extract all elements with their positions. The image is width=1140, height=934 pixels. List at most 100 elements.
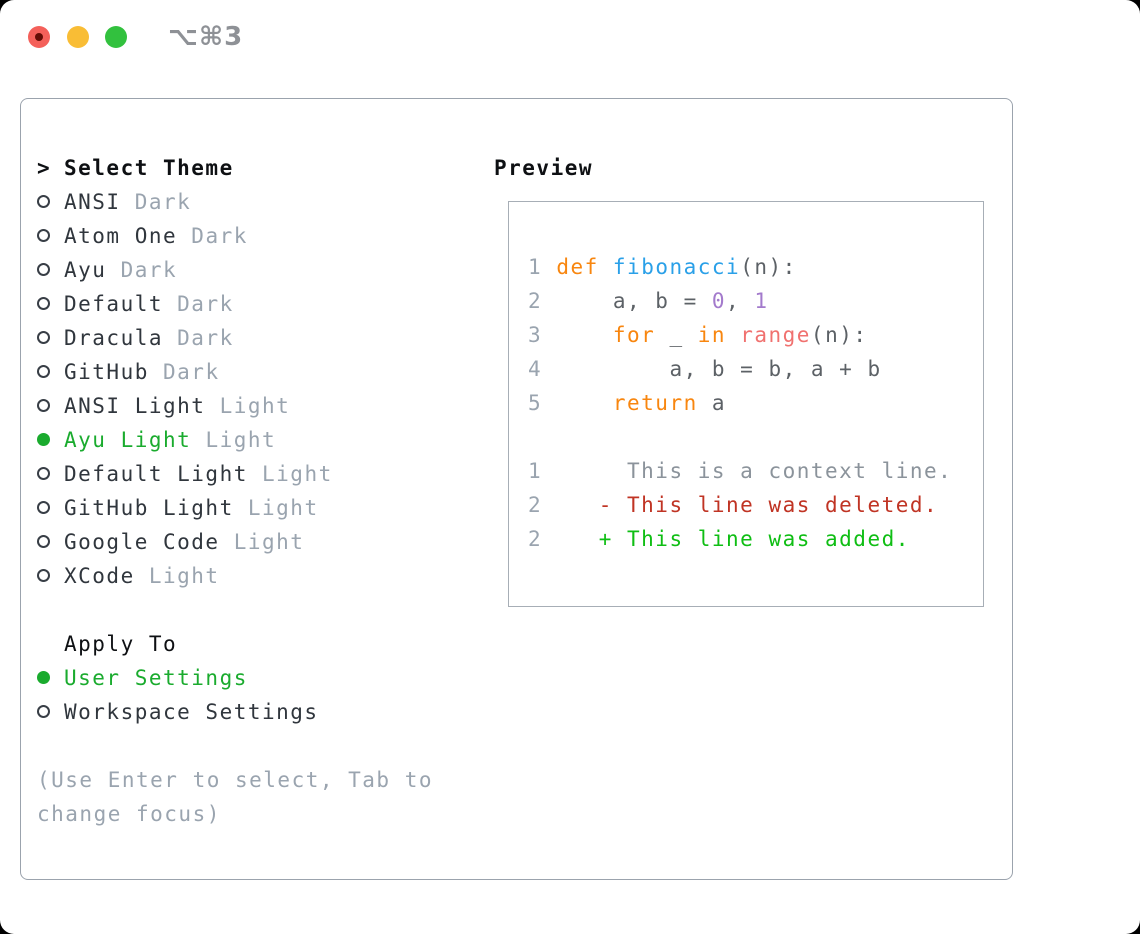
zoom-button[interactable] <box>105 26 127 48</box>
apply-option-workspace-settings[interactable]: Workspace Settings <box>37 695 433 729</box>
radio-icon <box>37 331 50 344</box>
keyboard-hint: (Use Enter to select, Tab to change focus… <box>37 763 433 831</box>
radio-icon <box>37 501 50 514</box>
radio-icon <box>37 195 50 208</box>
radio-icon <box>37 229 50 242</box>
code-segment: a <box>697 391 727 415</box>
code-segment: a, b = b, a + b <box>542 357 882 381</box>
code-segment <box>599 255 613 279</box>
record-dot-icon <box>35 33 43 41</box>
theme-variant: Light <box>148 564 220 588</box>
code-line <box>528 420 969 454</box>
hint-line: (Use Enter to select, Tab to <box>37 768 434 792</box>
line-number: 3 <box>528 323 543 347</box>
code-segment: - This line was deleted. <box>598 493 939 517</box>
code-line: 4 a, b = b, a + b <box>528 352 969 386</box>
theme-name: ANSI <box>64 190 135 214</box>
radio-selected-icon <box>37 671 50 684</box>
code-line: 3 for _ in range(n): <box>528 318 969 352</box>
theme-variant: Light <box>247 496 319 520</box>
titlebar-shortcut: ⌥⌘3 <box>168 22 244 52</box>
radio-icon <box>37 535 50 548</box>
theme-option-github-light[interactable]: GitHub Light Light <box>37 491 433 525</box>
code-segment: for <box>612 323 656 347</box>
code-line: 2 a, b = 0, 1 <box>528 284 969 318</box>
radio-selected-icon <box>37 433 50 446</box>
code-segment <box>542 323 613 347</box>
line-number: 2 <box>528 527 543 551</box>
line-number: 4 <box>528 357 543 381</box>
code-line: 1 def fibonacci(n): <box>528 250 969 284</box>
cursor-arrow-icon: > <box>37 156 50 180</box>
theme-variant: Light <box>219 394 291 418</box>
select-theme-heading: > Select Theme <box>37 151 433 185</box>
radio-icon <box>37 467 50 480</box>
theme-variant: Light <box>262 462 333 486</box>
apply-to-heading: Apply To <box>37 627 433 661</box>
radio-icon <box>37 569 50 582</box>
code-segment: fibonacci <box>612 255 741 279</box>
spacer <box>37 729 433 763</box>
theme-name: XCode <box>64 564 149 588</box>
theme-option-github[interactable]: GitHub Dark <box>37 355 433 389</box>
radio-icon <box>37 365 50 378</box>
code-segment: 0 <box>711 289 727 313</box>
radio-icon <box>37 263 50 276</box>
spacer <box>37 593 433 627</box>
theme-name: Ayu Light <box>64 428 206 452</box>
line-number: 1 <box>528 459 543 483</box>
apply-option-user-settings[interactable]: User Settings <box>37 661 433 695</box>
theme-option-dracula[interactable]: Dracula Dark <box>37 321 433 355</box>
diff-line-added: 2 + This line was added. <box>528 522 969 556</box>
hint-line: change focus) <box>37 802 221 826</box>
close-button[interactable] <box>28 26 50 48</box>
code-segment: This is a context line. <box>542 459 953 483</box>
theme-name: GitHub <box>64 360 164 384</box>
theme-option-xcode[interactable]: XCode Light <box>37 559 433 593</box>
theme-variant: Dark <box>134 190 192 214</box>
theme-option-ansi[interactable]: ANSI Dark <box>37 185 433 219</box>
theme-name: Google Code <box>64 530 234 554</box>
theme-name: GitHub Light <box>64 496 248 520</box>
theme-name: Dracula <box>64 326 178 350</box>
theme-name: Default Light <box>64 462 263 486</box>
theme-option-ayu-light[interactable]: Ayu Light Light <box>37 423 433 457</box>
radio-icon <box>37 705 50 718</box>
preview-heading: Preview <box>494 156 594 180</box>
code-segment <box>542 391 613 415</box>
code-segment: range <box>740 323 811 347</box>
theme-name: Default <box>64 292 178 316</box>
theme-option-default[interactable]: Default Dark <box>37 287 433 321</box>
apply-to-heading-label: Apply To <box>64 632 178 656</box>
theme-variant: Dark <box>177 326 234 350</box>
theme-option-ansi-light[interactable]: ANSI Light Light <box>37 389 433 423</box>
code-segment: (n): <box>740 255 797 279</box>
minimize-button[interactable] <box>67 26 89 48</box>
theme-name: ANSI Light <box>64 394 220 418</box>
code-segment: return <box>612 391 698 415</box>
theme-name: Atom One <box>64 224 192 248</box>
code-segment: 1 <box>754 289 769 313</box>
apply-option-label: User Settings <box>64 666 248 690</box>
select-theme-heading-label: Select Theme <box>64 156 234 180</box>
theme-option-google-code[interactable]: Google Code Light <box>37 525 433 559</box>
code-segment: a, b = <box>542 289 712 313</box>
code-segment: , <box>726 289 755 313</box>
code-segment <box>542 493 599 517</box>
code-segment <box>542 255 556 279</box>
theme-option-ayu[interactable]: Ayu Dark <box>37 253 433 287</box>
theme-variant: Dark <box>120 258 178 282</box>
radio-icon <box>37 399 50 412</box>
code-segment: + This line was added. <box>598 527 910 551</box>
theme-option-atom-one[interactable]: Atom One Dark <box>37 219 433 253</box>
code-segment: def <box>556 255 599 279</box>
diff-line-context: 1 This is a context line. <box>528 454 969 488</box>
theme-name: Ayu <box>64 258 121 282</box>
theme-variant: Dark <box>191 224 248 248</box>
theme-option-default-light[interactable]: Default Light Light <box>37 457 433 491</box>
radio-icon <box>37 297 50 310</box>
